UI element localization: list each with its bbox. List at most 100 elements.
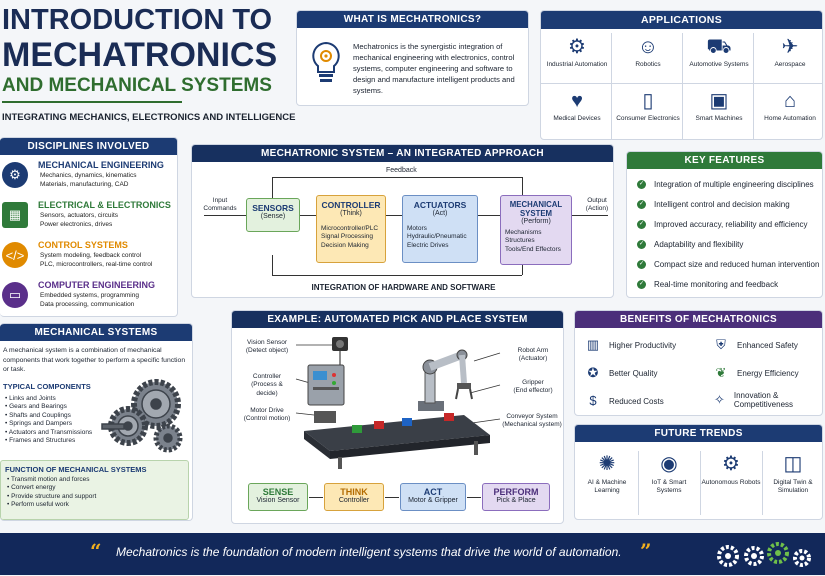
discipline-line: Sensors, actuators, circuits — [40, 212, 119, 219]
trend-digital-twin: ◫Digital Twin & Simulation — [763, 449, 822, 495]
autonomous-robot-icon: ⚙ — [722, 453, 740, 475]
discipline-line: Materials, manufacturing, CAD — [40, 180, 129, 188]
benefit-item: $Reduced Costs — [585, 393, 663, 409]
app-consumer: ▯Consumer Electronics — [612, 87, 684, 139]
integration-line-bottom — [272, 275, 522, 276]
function-item: Perform useful work — [7, 501, 188, 509]
system-panel: MECHATRONIC SYSTEM – AN INTEGRATED APPRO… — [191, 144, 614, 298]
component-item: Gears and Bearings — [5, 403, 92, 411]
discipline-line: Power electronics, drives — [40, 220, 113, 228]
function-header: FUNCTION OF MECHANICAL SYSTEMS — [5, 465, 147, 474]
integration-label: INTEGRATION OF HARDWARE AND SOFTWARE — [311, 283, 496, 292]
car-icon: ⛟ — [706, 36, 732, 58]
gears-footer-icon — [712, 539, 818, 571]
component-item: Springs and Dampers — [5, 420, 92, 428]
discipline-mechanical: ⚙ MECHANICAL ENGINEERING Mechanics, dyna… — [0, 158, 177, 196]
feature-item: ✓Improved accuracy, reliability and effi… — [637, 220, 808, 230]
future-panel: FUTURE TRENDS ✺AI & Machine Learning ◉Io… — [574, 424, 823, 520]
label-vision-sensor: Vision Sensor(Detect object) — [245, 339, 289, 355]
function-list: Transmit motion and forces Convert energ… — [1, 476, 188, 510]
actuator-line: Motors — [407, 225, 427, 232]
app-robotics: ☺Robotics — [612, 33, 684, 85]
controller-line: Microcontroller/PLC — [321, 225, 379, 232]
function-box: FUNCTION OF MECHANICAL SYSTEMS Transmit … — [0, 460, 189, 520]
dollar-icon: $ — [589, 393, 597, 408]
check-icon: ✓ — [637, 260, 646, 270]
key-features-panel: KEY FEATURES ✓Integration of multiple en… — [626, 151, 823, 298]
future-header: FUTURE TRENDS — [575, 425, 822, 442]
component-item: Frames and Structures — [5, 437, 92, 445]
disciplines-header: DISCIPLINES INVOLVED — [0, 138, 177, 155]
function-item: Transmit motion and forces — [7, 476, 188, 484]
key-features-header: KEY FEATURES — [627, 152, 822, 169]
brain-icon: ✺ — [598, 453, 616, 475]
component-item: Shafts and Couplings — [5, 412, 92, 420]
benefits-panel: BENEFITS OF MECHATRONICS ▥Higher Product… — [574, 310, 823, 416]
typical-components-list: Links and Joints Gears and Bearings Shaf… — [5, 395, 92, 446]
app-aerospace: ✈Aerospace — [754, 33, 822, 85]
mechanical-systems-panel: MECHANICAL SYSTEMS A mechanical system i… — [0, 323, 193, 521]
gear-icon: ⚙ — [2, 162, 28, 188]
trend-ai: ✺AI & Machine Learning — [577, 449, 637, 495]
component-item: Actuators and Transmissions — [5, 429, 92, 437]
title-subtitle: INTEGRATING MECHANICS, ELECTRONICS AND I… — [2, 112, 296, 123]
step-arrow — [385, 497, 399, 498]
disciplines-panel: DISCIPLINES INVOLVED ⚙ MECHANICAL ENGINE… — [0, 137, 178, 317]
label-motor-drive: Motor Drive(Control motion) — [243, 407, 291, 423]
label-controller: Controller(Process & decide) — [251, 373, 283, 397]
block-actuators: ACTUATORS (Act) Motors Hydraulic/Pneumat… — [402, 195, 478, 263]
shield-icon: ⛨ — [716, 337, 726, 352]
controller-line: Decision Making — [321, 241, 369, 249]
title-block: INTRODUCTION TO MECHATRONICS AND MECHANI… — [2, 6, 295, 123]
arrow-controller-actuators — [386, 215, 402, 216]
component-item: Links and Joints — [5, 395, 92, 403]
chip-icon: ▦ — [2, 202, 28, 228]
discipline-electrical: ▦ ELECTRICAL & ELECTRONICS Sensors, actu… — [0, 198, 177, 236]
heart-monitor-icon: ♥ — [571, 90, 583, 112]
applications-header: APPLICATIONS — [541, 11, 822, 29]
actuator-line: Electric Drives — [407, 241, 449, 249]
title-divider — [2, 101, 182, 103]
mechanical-line: Mechanisms — [505, 229, 542, 236]
medal-icon: ✪ — [587, 365, 599, 380]
discipline-line: Embedded systems, programming — [40, 292, 139, 299]
airplane-icon: ✈ — [781, 36, 799, 58]
applications-divider-v3 — [753, 33, 754, 139]
feature-item: ✓Adaptability and flexibility — [637, 240, 744, 250]
check-icon: ✓ — [637, 180, 646, 190]
lightbulb-gear-icon — [307, 39, 345, 85]
label-robot-arm: Robot Arm(Actuator) — [517, 347, 549, 363]
app-home-automation: ⌂Home Automation — [754, 87, 822, 139]
actuator-line: Hydraulic/Pneumatic — [407, 233, 467, 241]
robot-arm-icon: ⚙ — [568, 36, 586, 58]
typical-components-header: TYPICAL COMPONENTS — [3, 382, 91, 391]
title-line3: AND MECHANICAL SYSTEMS — [2, 75, 272, 96]
function-item: Convert energy — [7, 484, 188, 492]
computer-icon: ▭ — [2, 282, 28, 308]
quote-text: Mechatronics is the foundation of modern… — [116, 545, 622, 559]
block-controller: CONTROLLER (Think) Microcontroller/PLC S… — [316, 195, 386, 263]
benefit-item: ❦Energy Efficiency — [713, 365, 799, 381]
example-header: EXAMPLE: AUTOMATED PICK AND PLACE SYSTEM — [232, 311, 563, 328]
check-icon: ✓ — [637, 200, 646, 210]
controller-line: Signal Processing — [321, 233, 374, 241]
quote-banner: “ Mechatronics is the foundation of mode… — [0, 533, 825, 575]
feature-item: ✓Real-time monitoring and feedback — [637, 280, 779, 290]
leaf-icon: ❦ — [715, 365, 727, 380]
benefit-item: ⛨Enhanced Safety — [713, 337, 798, 353]
iot-chip-icon: ▣ — [709, 90, 729, 112]
app-automotive: ⛟Automotive Systems — [683, 33, 755, 85]
arrow-actuators-mechanical — [478, 215, 500, 216]
applications-panel: APPLICATIONS ⚙Industrial Automation ☺Rob… — [540, 10, 823, 140]
discipline-line: Data processing, communication — [40, 300, 135, 308]
discipline-line: System modeling, feedback control — [40, 252, 142, 259]
feature-item: ✓Intelligent control and decision making — [637, 200, 790, 210]
feedback-label: Feedback — [386, 167, 417, 174]
feedback-line-left — [272, 177, 273, 199]
integration-line-left — [272, 255, 273, 275]
benefit-item: ▥Higher Productivity — [586, 337, 677, 352]
step-arrow — [309, 497, 323, 498]
